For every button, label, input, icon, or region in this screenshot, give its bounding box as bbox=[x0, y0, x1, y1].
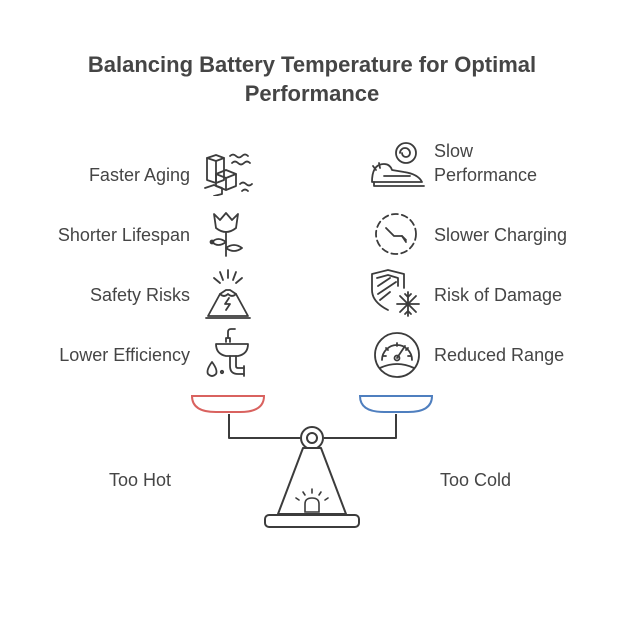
erupting-volcano-icon bbox=[204, 268, 252, 320]
speedometer-icon bbox=[372, 330, 422, 380]
right-item-label-line-2: Performance bbox=[434, 165, 538, 185]
frozen-shield-icon bbox=[370, 268, 422, 318]
title-line-1: Balancing Battery Temperature for Optima… bbox=[87, 52, 537, 77]
scale-stand bbox=[264, 447, 360, 528]
scale-beam bbox=[228, 414, 397, 439]
crumbling-blocks-icon bbox=[202, 150, 254, 196]
snail-icon bbox=[370, 140, 426, 190]
too-hot-label: Too Hot bbox=[109, 470, 172, 490]
alarm-light-icon bbox=[295, 488, 329, 513]
cold-pan bbox=[358, 395, 434, 413]
charging-gauge-icon bbox=[372, 210, 420, 258]
title-line-2: Performance bbox=[244, 81, 380, 106]
hot-pan bbox=[190, 395, 266, 413]
right-item-label-line-1: Slow bbox=[434, 141, 474, 161]
scale-pivot bbox=[300, 426, 324, 450]
too-cold-label: Too Cold bbox=[440, 470, 512, 490]
right-item-label: Slower Charging bbox=[434, 225, 568, 245]
right-item-label: Risk of Damage bbox=[434, 285, 563, 305]
left-item-label: Lower Efficiency bbox=[59, 345, 190, 365]
page-title: Balancing Battery Temperature for Optima… bbox=[0, 50, 624, 108]
left-item-label: Faster Aging bbox=[88, 165, 190, 185]
right-item-label: Reduced Range bbox=[434, 345, 565, 365]
leaking-sink-icon bbox=[202, 328, 254, 380]
left-item-label: Shorter Lifespan bbox=[57, 225, 190, 245]
left-item-label: Safety Risks bbox=[89, 285, 190, 305]
wilting-flower-icon bbox=[206, 210, 250, 258]
